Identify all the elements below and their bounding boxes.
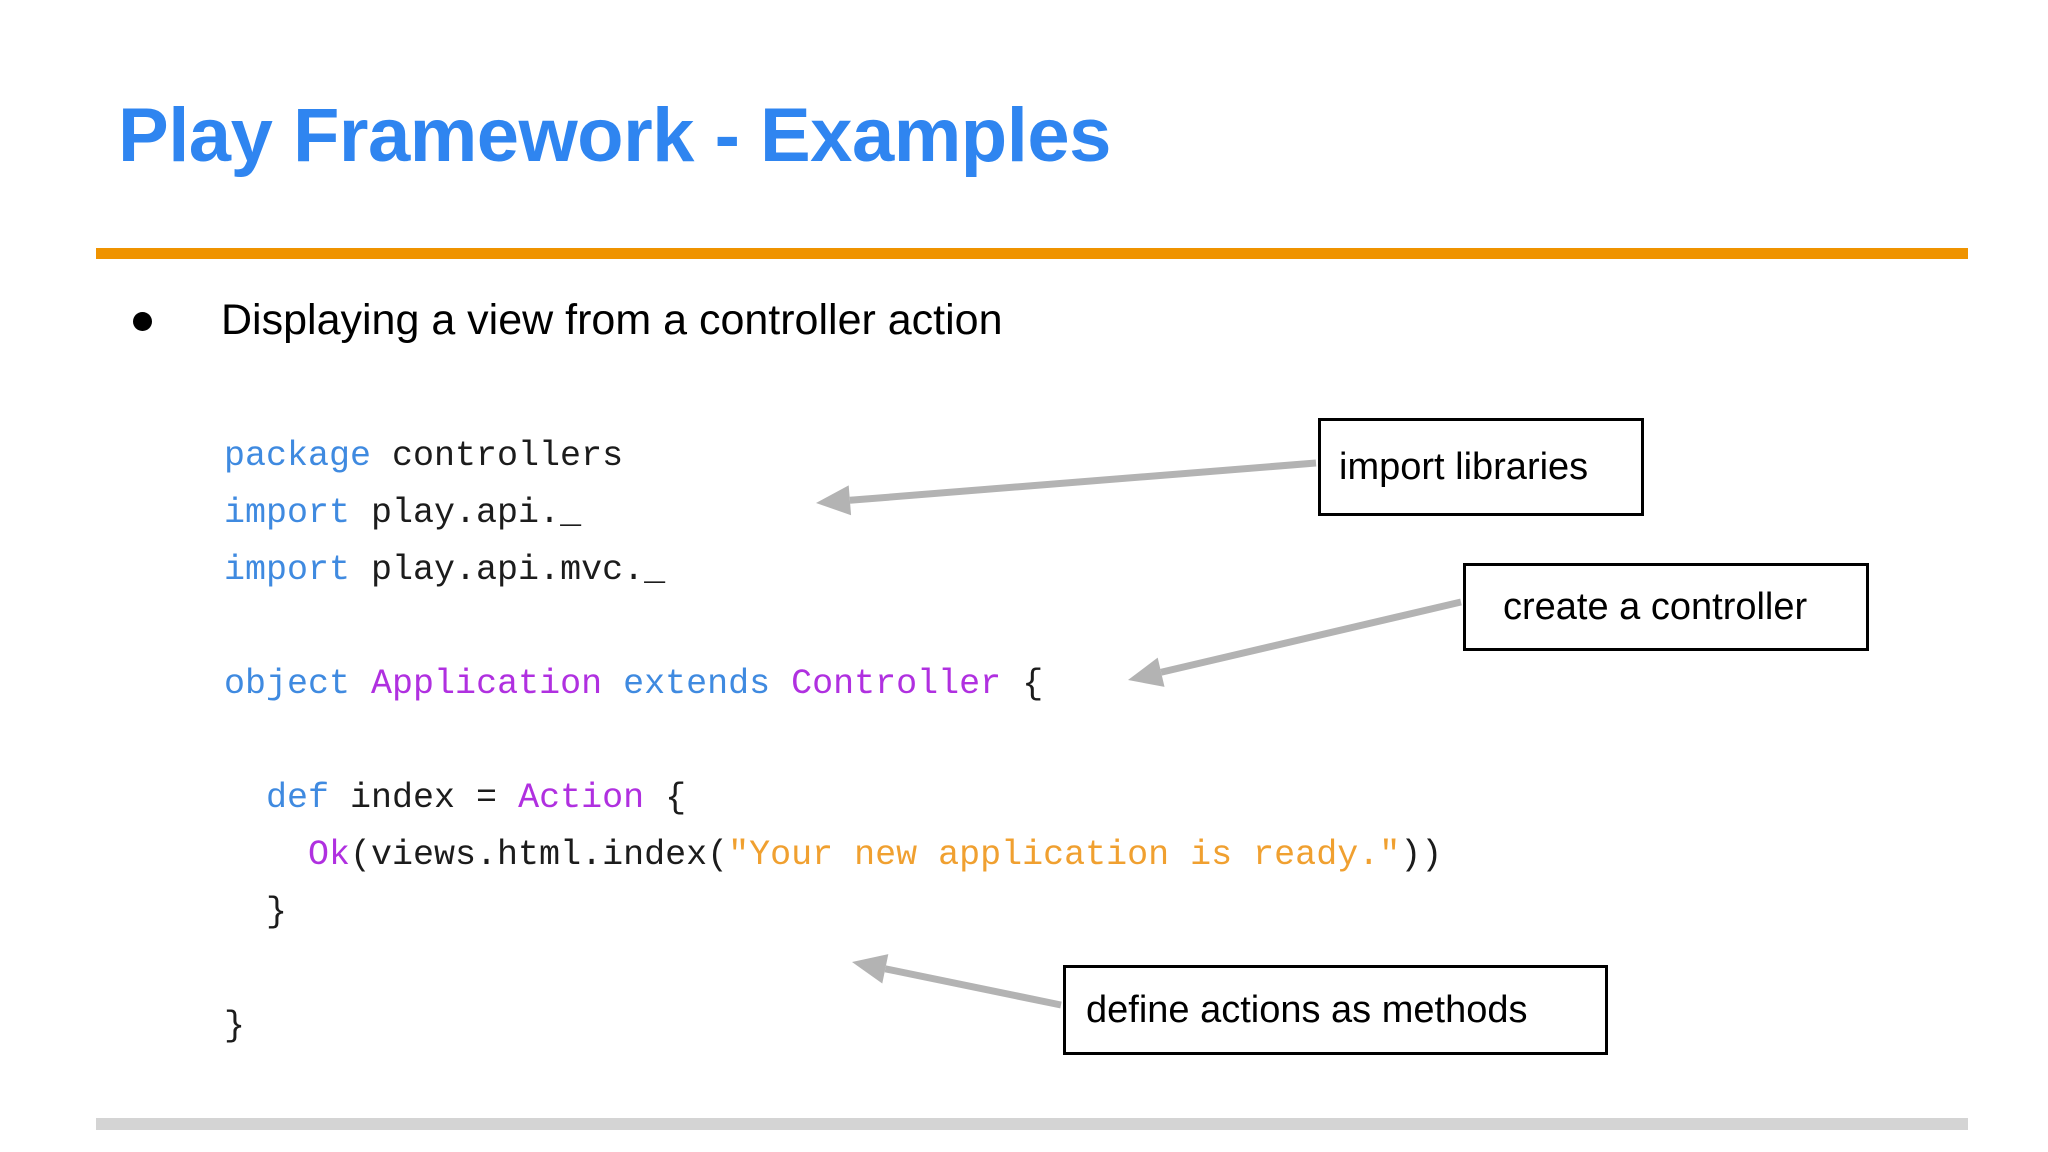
code-line: def index = Action { bbox=[224, 770, 1442, 827]
code-line: import play.api.mvc._ bbox=[224, 542, 1442, 599]
code-token: Ok bbox=[308, 835, 351, 875]
code-token: } bbox=[224, 1006, 246, 1046]
code-token: { bbox=[644, 778, 687, 818]
bullet-item-label: Displaying a view from a controller acti… bbox=[221, 296, 1003, 344]
callout-import-libraries-label: import libraries bbox=[1339, 445, 1589, 488]
code-token: object bbox=[224, 664, 351, 704]
code-token: controllers bbox=[371, 436, 624, 476]
callout-create-a-controller: create a controller bbox=[1463, 563, 1869, 651]
code-token: (views.html.index( bbox=[350, 835, 729, 875]
title-divider bbox=[96, 248, 1968, 259]
code-token: "Your new application is ready." bbox=[728, 835, 1401, 875]
code-token: index = bbox=[329, 778, 519, 818]
code-token: play.api._ bbox=[350, 493, 582, 533]
callout-create-a-controller-label: create a controller bbox=[1503, 585, 1808, 628]
code-line bbox=[224, 599, 1442, 656]
code-token: play.api.mvc._ bbox=[350, 550, 666, 590]
code-token: package bbox=[224, 436, 372, 476]
bullet-dot-icon bbox=[133, 312, 152, 331]
code-token: import bbox=[224, 550, 351, 590]
code-line bbox=[224, 713, 1442, 770]
code-line: Ok(views.html.index("Your new applicatio… bbox=[224, 827, 1442, 884]
footer-divider bbox=[96, 1118, 1968, 1130]
code-token: Application bbox=[371, 664, 603, 704]
code-token bbox=[224, 778, 266, 818]
code-token: extends bbox=[623, 664, 771, 704]
code-token: Controller bbox=[791, 664, 1002, 704]
code-line: object Application extends Controller { bbox=[224, 656, 1442, 713]
callout-define-actions-as-methods: define actions as methods bbox=[1063, 965, 1608, 1055]
code-token: { bbox=[1001, 664, 1044, 704]
page-title: Play Framework - Examples bbox=[118, 93, 1111, 178]
code-line: package controllers bbox=[224, 428, 1442, 485]
bullet-item: Displaying a view from a controller acti… bbox=[133, 294, 1003, 348]
code-token: )) bbox=[1400, 835, 1443, 875]
code-token: def bbox=[266, 778, 330, 818]
callout-define-actions-as-methods-label: define actions as methods bbox=[1086, 988, 1528, 1031]
code-token bbox=[602, 664, 623, 704]
code-token bbox=[770, 664, 791, 704]
callout-import-libraries: import libraries bbox=[1318, 418, 1644, 516]
code-line: import play.api._ bbox=[224, 485, 1442, 542]
code-token: import bbox=[224, 493, 351, 533]
code-token: Action bbox=[518, 778, 645, 818]
code-token: } bbox=[224, 892, 288, 932]
code-token bbox=[224, 835, 308, 875]
code-token bbox=[350, 664, 371, 704]
code-line: } bbox=[224, 884, 1442, 941]
code-line: } bbox=[224, 998, 1442, 1055]
